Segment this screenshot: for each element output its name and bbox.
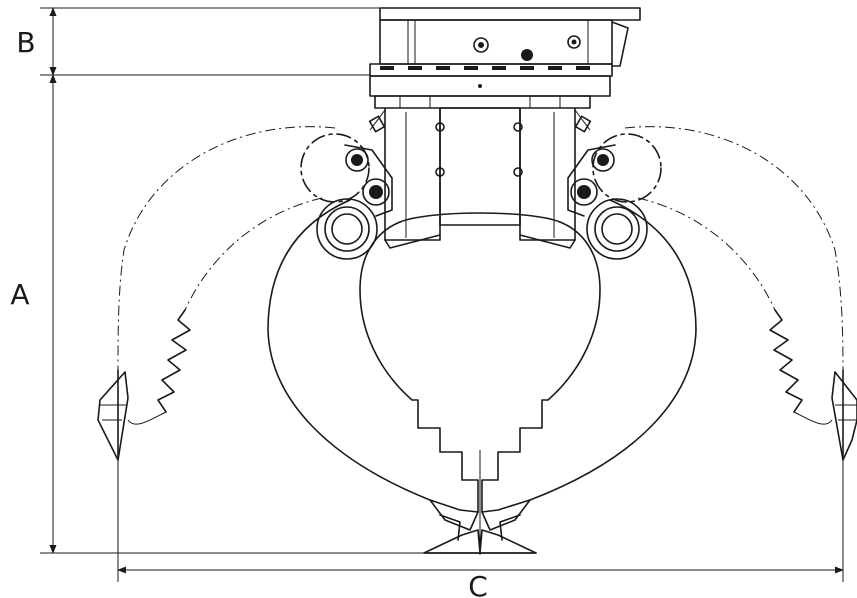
dimension-lines: B A C: [10, 7, 844, 598]
left-pivots: [300, 133, 393, 260]
right-jaw-open: [624, 126, 857, 461]
inner-dome: [399, 212, 561, 223]
jaw-tips: [423, 450, 537, 555]
left-jaw-open: [97, 126, 336, 461]
dimension-c-label: C: [468, 570, 488, 598]
grab-body: [368, 107, 592, 249]
left-jaw-closed: [267, 199, 479, 513]
rotator-head: [369, 7, 641, 109]
bolt-row: [380, 66, 590, 70]
dimension-b-label: B: [16, 26, 35, 59]
right-jaw-closed: [481, 199, 697, 513]
dimension-a-label: A: [10, 278, 29, 311]
right-pivots: [567, 133, 662, 260]
